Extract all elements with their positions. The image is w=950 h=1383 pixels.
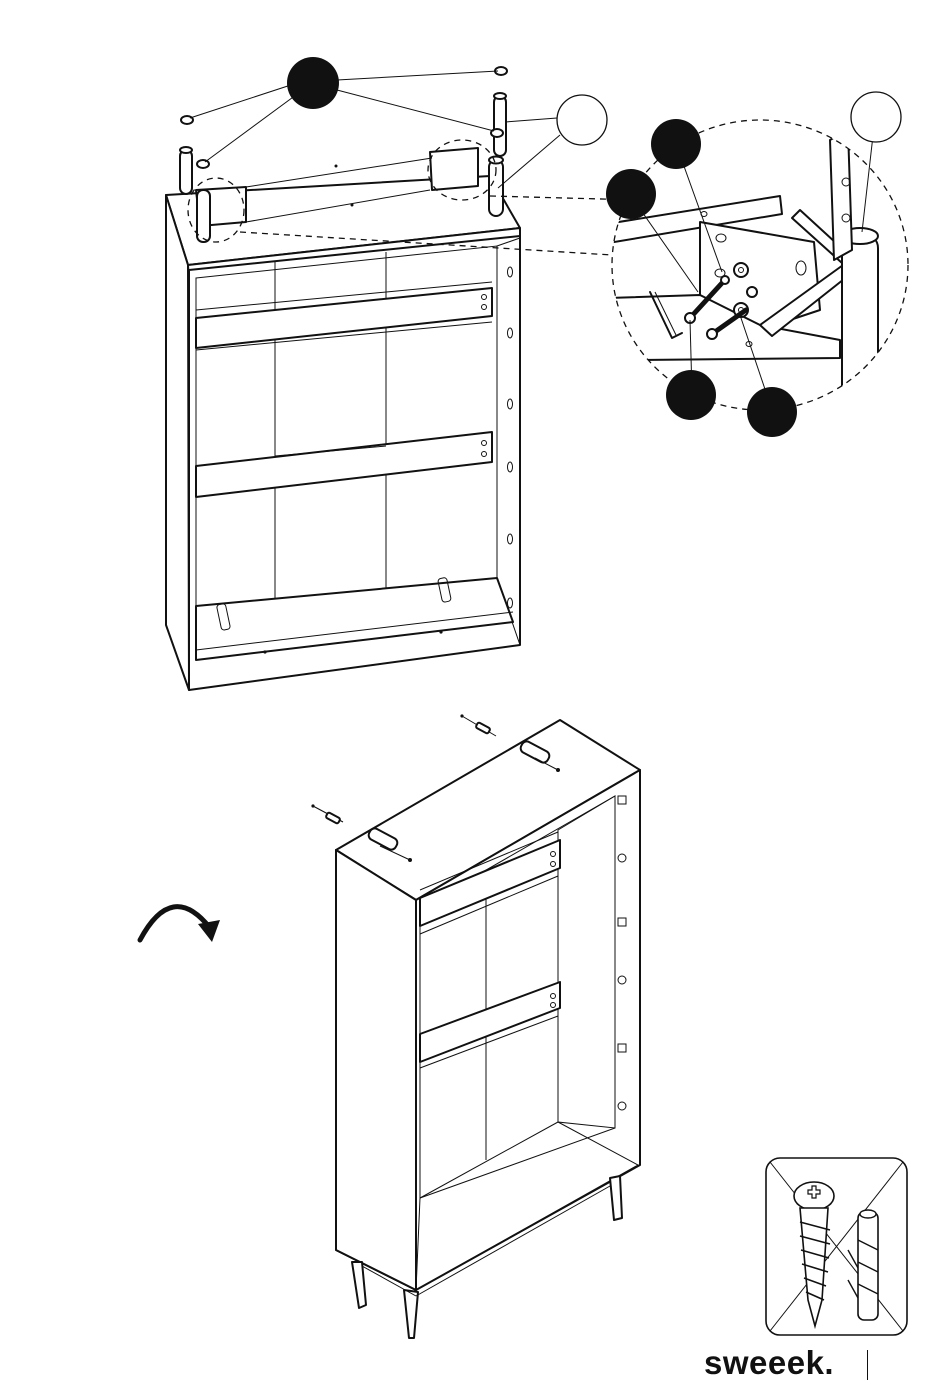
foot-pad (197, 160, 209, 168)
callout-part-allen-key (666, 370, 716, 420)
cabinet-lying-upside-down (166, 67, 520, 690)
leg-right-back (494, 93, 506, 156)
upright-leg-front-right (404, 1290, 418, 1338)
detail-magnifier (600, 120, 908, 424)
cabinet-upright-left-side (336, 850, 416, 1290)
cabinet-upright (311, 714, 640, 1338)
leg-left-front (197, 190, 210, 242)
callout-part-leg-detail (851, 92, 901, 142)
callout-part-bolt (606, 169, 656, 219)
upright-leg-front-left (352, 1262, 366, 1308)
rotate-arrow-icon (140, 907, 220, 942)
upright-leg-back-right (610, 1176, 622, 1220)
leg-right-front (489, 157, 503, 217)
callout-part-washer (651, 119, 701, 169)
no-screw-no-wall-plug-icon (766, 1158, 907, 1335)
callout-part-foot-pad (287, 57, 339, 109)
cabinet-left-side (166, 195, 189, 690)
brand-logo: sweeek. (704, 1346, 834, 1379)
callout-part-leg (557, 95, 607, 145)
leg-left-back (180, 147, 192, 194)
callout-part-washer-lower (747, 387, 797, 437)
brand-divider (867, 1350, 868, 1380)
